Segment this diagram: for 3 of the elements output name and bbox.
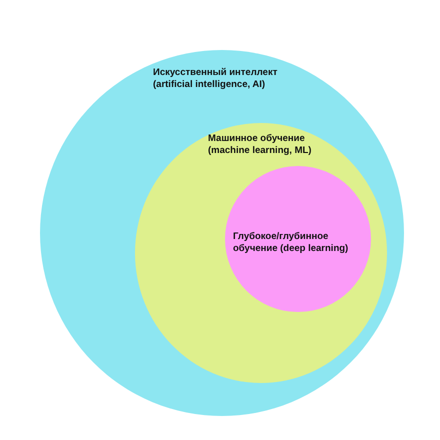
circle-label: Искусственный интеллект (artificial intelligence, AI) <box>153 67 278 91</box>
circle-label: Глубокое/глубинное обучение (deep learning) <box>233 231 350 255</box>
circle-label: Машинное обучение (machine learning, ML) <box>208 133 312 157</box>
